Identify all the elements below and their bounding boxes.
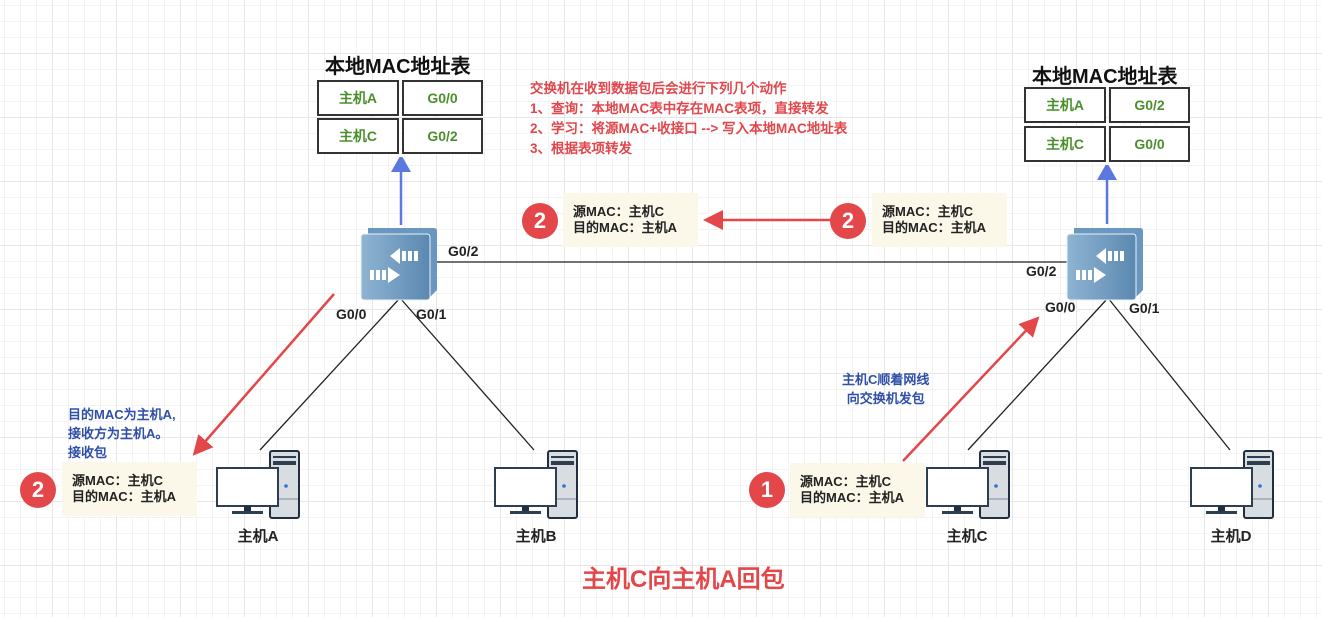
host-c-label: 主机C xyxy=(946,528,988,545)
switch-actions-note: 交换机在收到数据包后会进行下列几个动作 1、查询：本地MAC表中存在MAC表项，… xyxy=(530,79,847,159)
note-line: 主机C顺着网线 xyxy=(842,372,930,387)
link-sw2-host-c xyxy=(967,297,1109,451)
switch-actions-line: 交换机在收到数据包后会进行下列几个动作 xyxy=(530,81,787,96)
host-a-computer-icon[interactable] xyxy=(216,450,306,520)
left-switch-port-g0-1: G0/1 xyxy=(416,306,447,322)
arrow-host-c-to-sw2 xyxy=(902,316,1040,462)
host-a-label: 主机A xyxy=(237,528,279,545)
host-b-computer-icon[interactable] xyxy=(494,450,584,520)
right-mac-table-port-c: G0/0 xyxy=(1109,126,1190,162)
left-switch-port-g0-0: G0/0 xyxy=(336,306,367,322)
diagram-caption: 主机C向主机A回包 xyxy=(582,566,785,593)
right-switch-icon[interactable] xyxy=(1066,224,1146,304)
right-mac-table-title: 本地MAC地址表 xyxy=(1032,66,1178,88)
arrow-sw1-to-host-a xyxy=(192,293,335,456)
switch-actions-line: 2、学习：将源MAC+收接口 --> 写入本地MAC地址表 xyxy=(530,121,848,136)
packet-between-switches-right: 源MAC：主机C 目的MAC：主机A xyxy=(872,193,1007,247)
host-c-send-note: 主机C顺着网线 向交换机发包 xyxy=(842,370,929,408)
link-sw1-host-b xyxy=(399,297,535,451)
left-mac-table-port-c: G0/2 xyxy=(402,118,483,154)
packet-src-mac: 源MAC：主机C xyxy=(800,474,891,489)
packet-dst-mac: 目的MAC：主机A xyxy=(573,220,677,235)
right-mac-table-host-c: 主机C xyxy=(1024,126,1106,162)
switch-actions-line: 1、查询：本地MAC表中存在MAC表项，直接转发 xyxy=(530,101,829,116)
right-switch-port-g0-1: G0/1 xyxy=(1129,300,1160,316)
step-badge: 1 xyxy=(749,472,785,508)
host-d-computer-icon[interactable] xyxy=(1190,450,1280,520)
right-switch-port-g0-0: G0/0 xyxy=(1045,299,1076,315)
packet-dst-mac: 目的MAC：主机A xyxy=(72,489,176,504)
step-badge: 2 xyxy=(522,203,558,239)
left-mac-table-port-a: G0/0 xyxy=(402,80,483,116)
step-badge: 2 xyxy=(830,203,866,239)
packet-dst-mac: 目的MAC：主机A xyxy=(882,220,986,235)
host-a-receive-note: 目的MAC为主机A, 接收方为主机A。 接收包 xyxy=(68,405,176,462)
packet-between-switches-left: 源MAC：主机C 目的MAC：主机A xyxy=(563,193,698,247)
packet-at-host-c: 源MAC：主机C 目的MAC：主机A xyxy=(790,463,925,517)
host-b-label: 主机B xyxy=(515,528,557,545)
right-mac-table-port-a: G0/2 xyxy=(1109,87,1190,123)
switch-actions-line: 3、根据表项转发 xyxy=(530,141,633,156)
link-sw1-host-a xyxy=(259,297,401,451)
packet-src-mac: 源MAC：主机C xyxy=(573,204,664,219)
note-line: 向交换机发包 xyxy=(846,391,925,406)
right-mac-table-host-a: 主机A xyxy=(1024,87,1106,123)
note-line: 接收包 xyxy=(68,445,108,460)
left-switch-icon[interactable] xyxy=(360,224,440,304)
left-mac-table-host-c: 主机C xyxy=(317,118,399,154)
note-line: 目的MAC为主机A, xyxy=(68,407,176,422)
host-d-label: 主机D xyxy=(1210,528,1252,545)
left-mac-table-host-a: 主机A xyxy=(317,80,399,116)
left-mac-table-title: 本地MAC地址表 xyxy=(325,56,471,78)
packet-src-mac: 源MAC：主机C xyxy=(882,204,973,219)
step-badge: 2 xyxy=(20,472,56,508)
packet-src-mac: 源MAC：主机C xyxy=(72,473,163,488)
note-line: 接收方为主机A。 xyxy=(68,426,169,441)
right-switch-port-g0-2: G0/2 xyxy=(1026,263,1057,279)
host-c-computer-icon[interactable] xyxy=(926,450,1016,520)
left-switch-port-g0-2: G0/2 xyxy=(448,243,479,259)
packet-dst-mac: 目的MAC：主机A xyxy=(800,490,904,505)
packet-at-host-a: 源MAC：主机C 目的MAC：主机A xyxy=(62,462,197,516)
link-sw2-host-d xyxy=(1107,297,1231,451)
